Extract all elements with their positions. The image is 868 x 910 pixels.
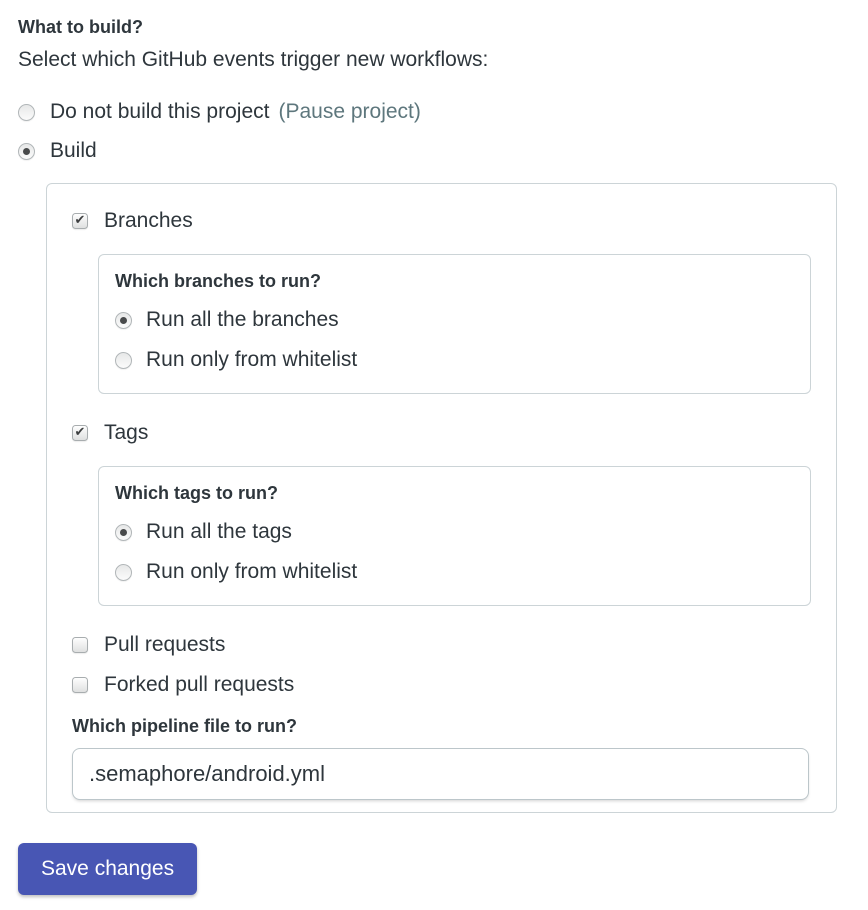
save-changes-button[interactable]: Save changes [18,843,198,895]
tags-question: Which tags to run? [115,483,278,503]
radio-row-branches-whitelist[interactable]: Run only from whitelist [115,345,794,375]
page-title: What to build? [18,17,143,37]
branches-options-box: Which branches to run? Run all the branc… [98,254,811,394]
branches-label: Branches [104,209,193,232]
checkbox-icon-pull-requests[interactable] [72,637,88,653]
radio-row-run-all-tags[interactable]: Run all the tags [115,517,794,547]
pause-project-link[interactable]: (Pause project) [278,100,421,123]
checkbox-row-forked-pull-requests[interactable]: Forked pull requests [72,670,811,700]
forked-pull-requests-label: Forked pull requests [104,673,295,696]
build-settings-panel: Branches Which branches to run? Run all … [46,183,837,813]
branches-question: Which branches to run? [115,271,322,291]
radio-row-run-all-branches[interactable]: Run all the branches [115,305,794,335]
tags-options-box: Which tags to run? Run all the tags Run … [98,466,811,606]
radio-icon-pause-project[interactable] [18,103,35,121]
pipeline-file-input[interactable] [72,748,809,800]
checkbox-row-tags[interactable]: Tags [72,418,811,448]
radio-row-tags-whitelist[interactable]: Run only from whitelist [115,557,794,587]
radio-icon-run-all-branches[interactable] [115,311,132,329]
build-label: Build [50,139,97,162]
checkbox-icon-forked-pull-requests[interactable] [72,677,88,693]
radio-icon-branches-whitelist[interactable] [115,351,132,369]
checkbox-icon-branches[interactable] [72,213,88,229]
page-subtitle: Select which GitHub events trigger new w… [18,48,489,71]
run-all-branches-label: Run all the branches [146,308,339,331]
pipeline-file-question: Which pipeline file to run? [72,716,297,736]
checkbox-row-branches[interactable]: Branches [72,206,811,236]
branches-whitelist-label: Run only from whitelist [146,348,358,371]
radio-row-build[interactable]: Build [18,137,868,165]
radio-icon-tags-whitelist[interactable] [115,563,132,581]
checkbox-row-pull-requests[interactable]: Pull requests [72,630,811,660]
radio-icon-build[interactable] [18,142,35,160]
tags-label: Tags [104,421,149,444]
checkbox-icon-tags[interactable] [72,425,88,441]
tags-whitelist-label: Run only from whitelist [146,560,358,583]
radio-row-pause-project[interactable]: Do not build this project (Pause project… [18,98,868,126]
radio-icon-run-all-tags[interactable] [115,523,132,541]
run-all-tags-label: Run all the tags [146,520,292,543]
pull-requests-label: Pull requests [104,633,226,656]
pause-project-label: Do not build this project [50,100,270,123]
